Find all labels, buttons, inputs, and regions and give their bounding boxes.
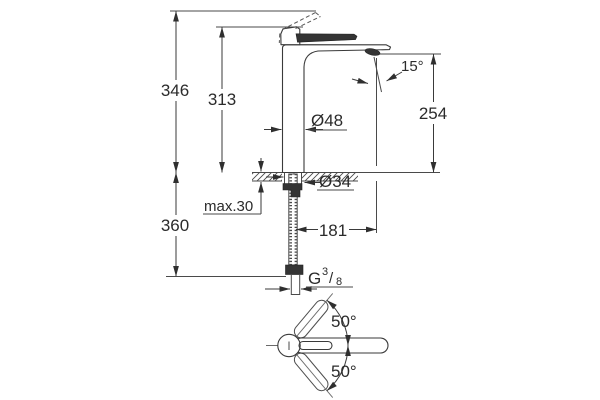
total-height-label: 346 (161, 81, 189, 100)
handle-raised-ghost (278, 12, 321, 44)
cartridge-block (280, 26, 301, 46)
under-counter-parts (282, 172, 304, 295)
dimension-shank-diameter: Ø34 (266, 172, 354, 191)
thread-denominator: 8 (336, 276, 342, 288)
body-diameter-label: Ø48 (311, 111, 343, 130)
dimension-thread: G 3 / 8 (265, 266, 353, 292)
faucet-body (278, 12, 392, 190)
connection-tube (290, 274, 301, 295)
swing-lower-label: 50° (331, 362, 357, 381)
handle-top-view (293, 337, 389, 354)
mounting-nut (282, 183, 303, 198)
extension-lines (166, 10, 441, 277)
dimension-outlet-height: 254 (419, 54, 447, 173)
deck-thickness-label: max.30 (204, 198, 253, 215)
shank-diameter-label: Ø34 (319, 172, 351, 191)
thread-prefix: G (308, 269, 321, 288)
thread-slash: / (329, 270, 334, 287)
deck-hatch-right (302, 172, 358, 181)
handle-height-label: 313 (208, 90, 236, 109)
water-stream-line (373, 56, 382, 93)
below-deck-label: 360 (161, 216, 189, 235)
side-view: 346 313 360 254 181 (161, 10, 447, 295)
dimension-total-height: 346 (161, 10, 189, 173)
handle-lever (295, 33, 358, 43)
thread-numerator: 3 (322, 266, 328, 278)
swing-angle-arcs (326, 299, 351, 392)
hose-connector-nut (285, 264, 304, 275)
dimension-handle-height: 313 (208, 27, 236, 173)
outlet-height-label: 254 (419, 104, 447, 123)
spout-outlet (364, 48, 381, 56)
dimension-outlet-angle: 15° (351, 58, 424, 84)
dimension-deck-thickness: max.30 (203, 158, 264, 215)
dimension-reach: 181 (296, 221, 377, 240)
outlet-angle-label: 15° (401, 58, 424, 75)
dimension-below-deck: 360 (161, 172, 189, 277)
dimension-body-diameter: Ø48 (264, 111, 347, 133)
swing-upper-label: 50° (331, 312, 357, 331)
body-outline (281, 44, 392, 174)
top-view-handle-swing: 50° 50° (266, 293, 389, 398)
reach-label: 181 (319, 221, 347, 240)
